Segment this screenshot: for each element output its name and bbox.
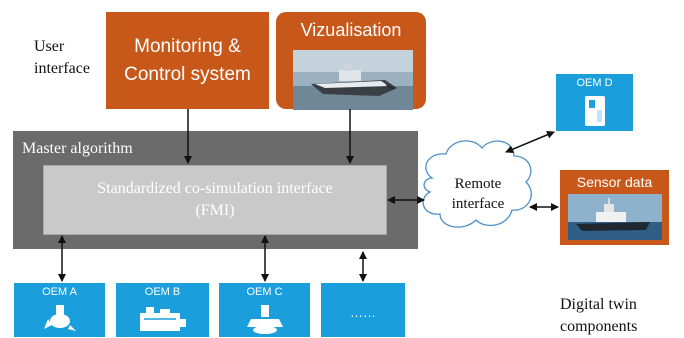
fmi-line-2: (FMI) [195,202,235,219]
user-interface-label: User interface [34,36,90,80]
remote-line-1: Remote [454,176,502,192]
sensor-data-title: Sensor data [576,174,653,190]
oem-d-title: OEM D [576,77,613,89]
user-interface-line-1: User [34,38,65,55]
master-algorithm-title: Master algorithm [22,140,133,157]
oem-a-title: OEM A [42,286,77,298]
visualisation-title: Vizualisation [300,20,402,40]
fmi-box: Standardized co-simulation interface (FM… [43,165,387,235]
monitoring-line-1: Monitoring & [134,35,241,57]
device-icon [585,96,605,126]
remote-interface-label: Remote interface [430,174,526,214]
oem-c-box: OEM C [219,283,310,337]
oem-d-box: OEM D [556,74,633,131]
digital-twin-line-2: components [560,318,638,335]
digital-twin-label: Digital twin components [560,294,637,338]
ship-photo-image [568,194,662,240]
propeller-thruster-icon [44,305,76,331]
monitoring-line-2: Control system [124,63,251,85]
sensor-data-box: Sensor data [560,170,669,245]
visualisation-box: Vizualisation [276,12,426,110]
oem-c-title: OEM C [246,286,283,298]
oem-b-box: OEM B [116,283,209,337]
fmi-line-1: Standardized co-simulation interface [97,180,333,197]
oem-b-title: OEM B [144,286,181,298]
ship-render-image [293,50,413,110]
oem-more-box: …… [321,283,405,337]
digital-twin-line-1: Digital twin [560,296,637,313]
monitoring-control-box: Monitoring & Control system [106,12,269,109]
remote-line-2: interface [451,196,505,212]
oem-more-ellipsis: …… [350,305,376,320]
oem-a-box: OEM A [14,283,105,337]
user-interface-line-2: interface [34,60,90,77]
azimuth-thruster-icon [247,305,283,334]
engine-icon [140,307,186,331]
